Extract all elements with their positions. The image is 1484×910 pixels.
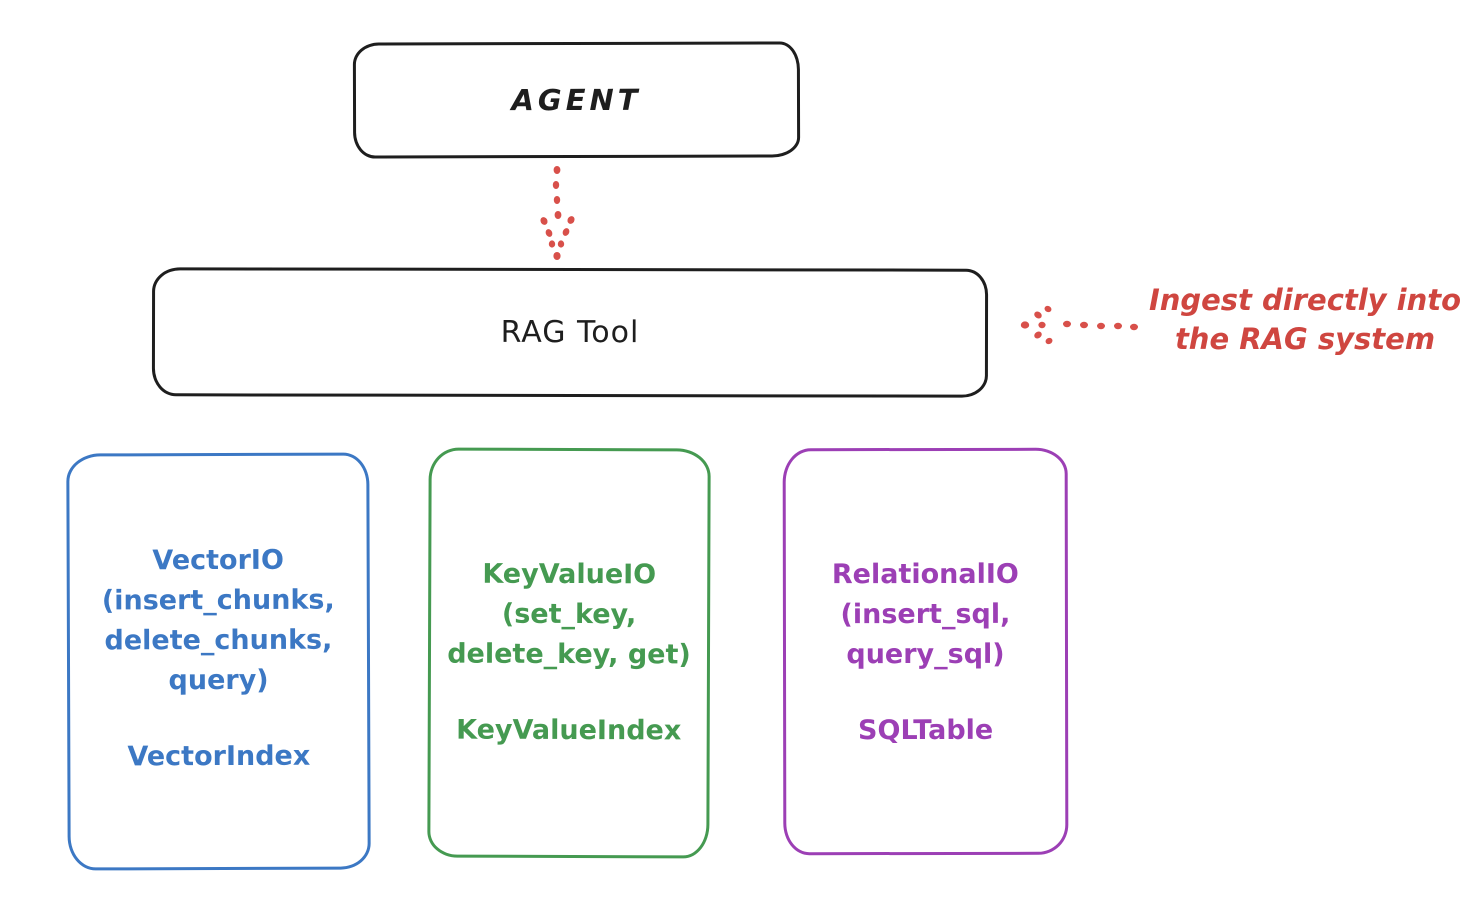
ingest-annotation-line2: the RAG system — [1174, 322, 1436, 356]
vector-io-param: query) — [168, 664, 269, 697]
relational-io-param: (insert_sql, — [840, 598, 1011, 631]
keyvalue-io-title: KeyValueIO — [482, 558, 657, 591]
relational-io-param: query_sql) — [846, 638, 1005, 671]
relational-io-node: RelationalIO (insert_sql, query_sql) SQL… — [782, 447, 1069, 856]
ingest-annotation: Ingest directly into the RAG system — [1135, 281, 1475, 359]
ingest-arrow-icon — [1020, 305, 1138, 345]
rag-tool-node: RAG Tool — [151, 267, 989, 398]
keyvalue-io-node: KeyValueIO (set_key, delete_key, get) Ke… — [427, 447, 711, 859]
agent-node: AGENT — [352, 41, 801, 159]
vector-io-param: (insert_chunks, — [101, 584, 335, 617]
sql-table-label: SQLTable — [858, 714, 994, 747]
agent-to-ragtool-arrow-icon — [540, 166, 575, 260]
vector-index-label: VectorIndex — [127, 740, 311, 773]
keyvalue-io-param: delete_key, get) — [447, 638, 691, 671]
relational-io-title: RelationalIO — [831, 558, 1019, 591]
keyvalue-io-param: (set_key, — [501, 598, 637, 631]
vector-io-node: VectorIO (insert_chunks, delete_chunks, … — [66, 452, 371, 871]
vector-io-param: delete_chunks, — [104, 624, 333, 657]
keyvalue-index-label: KeyValueIndex — [456, 714, 682, 747]
agent-label: AGENT — [511, 82, 642, 118]
ingest-annotation-line1: Ingest directly into — [1148, 283, 1462, 317]
vector-io-title: VectorIO — [152, 544, 284, 577]
rag-tool-label: RAG Tool — [500, 314, 640, 351]
